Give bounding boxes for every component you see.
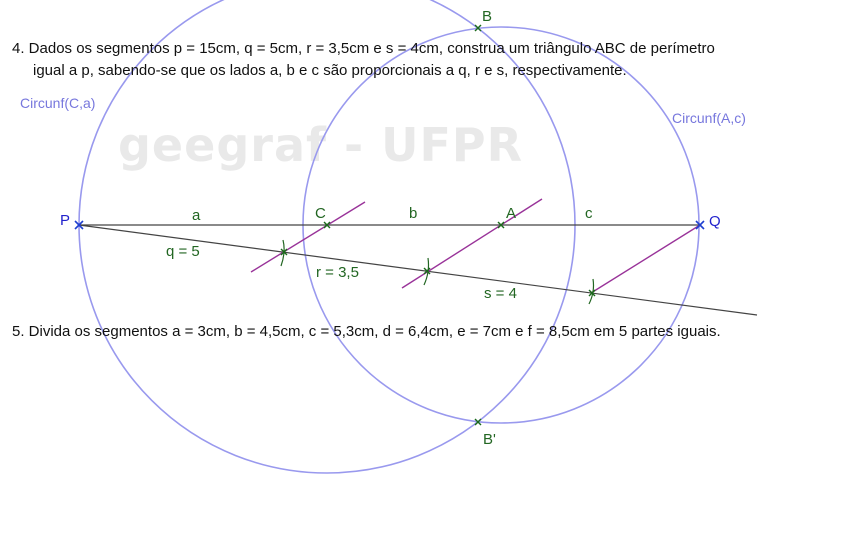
point-c-marker: [323, 221, 331, 229]
label-point-q: Q: [709, 213, 721, 230]
parallel-line-q: [590, 224, 701, 294]
label-point-b-prime: B': [483, 431, 496, 448]
label-segment-a: a: [192, 207, 201, 224]
label-point-p: P: [60, 212, 70, 229]
auxiliary-line: [78, 224, 758, 316]
parallel-line-a: [401, 198, 543, 289]
point-q-marker: [695, 220, 705, 230]
point-b-prime-marker: [474, 418, 482, 426]
label-q-value: q = 5: [166, 243, 200, 260]
label-point-c: C: [315, 205, 326, 222]
label-segment-c: c: [585, 205, 593, 222]
problem-5-text: 5. Divida os segmentos a = 3cm, b = 4,5c…: [12, 323, 721, 340]
point-b-marker: [474, 24, 482, 32]
label-s-value: s = 4: [484, 285, 517, 302]
problem-4-line-1: 4. Dados os segmentos p = 15cm, q = 5cm,…: [12, 40, 715, 57]
label-circunf-c-a: Circunf(C,a): [20, 95, 95, 111]
point-p-marker: [74, 220, 84, 230]
division-point-3: [588, 289, 596, 297]
label-point-a: A: [506, 205, 516, 222]
point-a-marker: [497, 221, 505, 229]
parallel-line-c: [250, 201, 366, 273]
label-point-b: B: [482, 8, 492, 25]
division-point-2: [423, 267, 431, 275]
problem-4-line-2: igual a p, sabendo-se que os lados a, b …: [33, 62, 627, 79]
label-r-value: r = 3,5: [316, 264, 359, 281]
label-segment-b: b: [409, 205, 417, 222]
division-point-1: [280, 248, 288, 256]
label-circunf-a-c: Circunf(A,c): [672, 110, 746, 126]
